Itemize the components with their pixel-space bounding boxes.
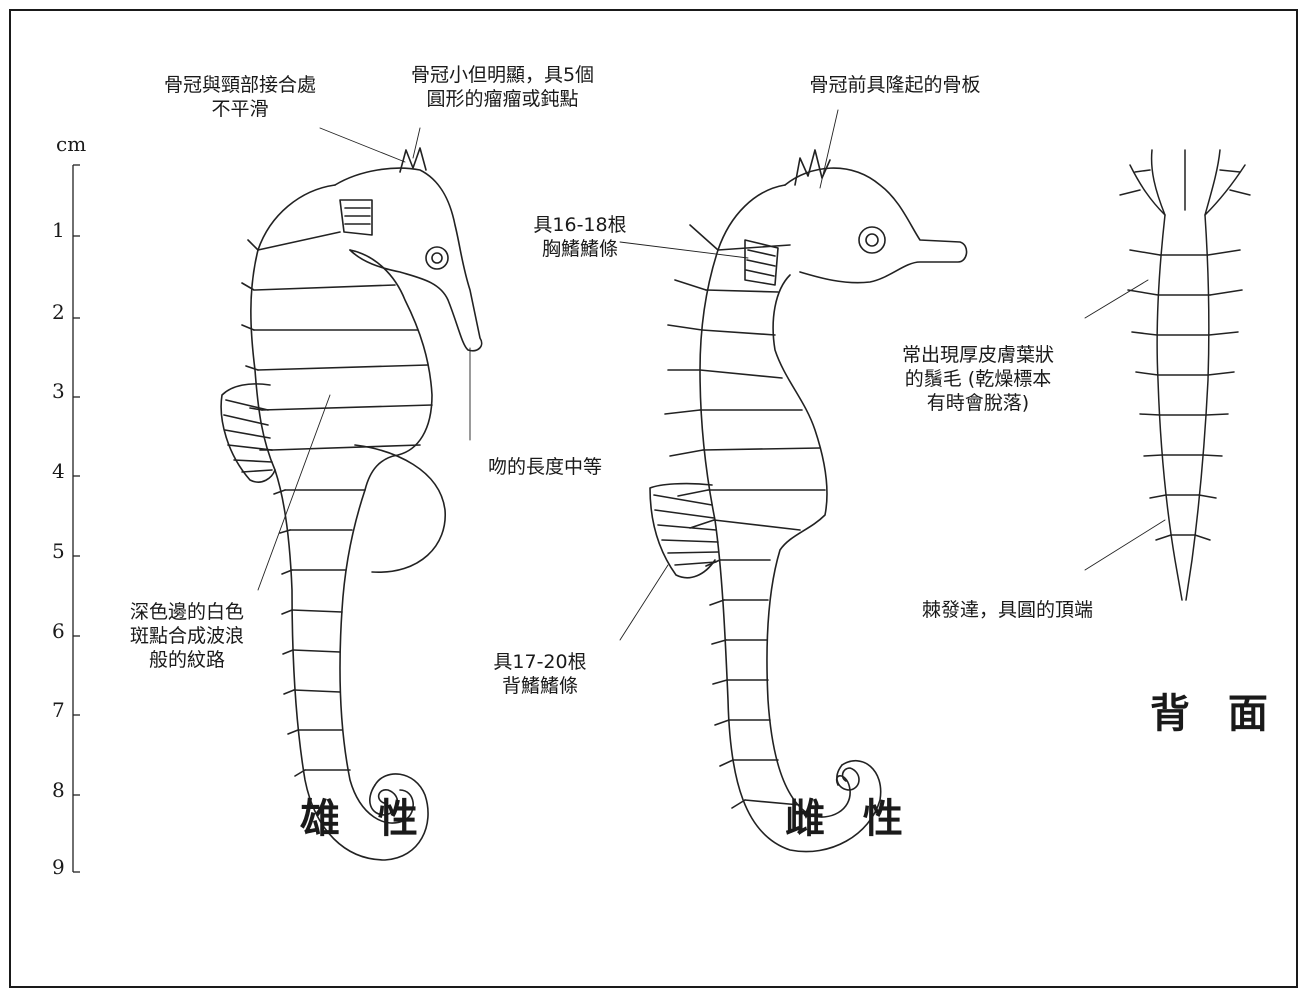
scale-tick-7: 7 <box>52 699 65 721</box>
label-crown-small-line-2: 圓形的瘤瘤或鈍點 <box>395 87 610 111</box>
scale-tick-8: 8 <box>52 779 65 801</box>
scale-tick-2: 2 <box>52 301 65 323</box>
female-seahorse-drawing <box>620 110 967 852</box>
label-snout: 吻的長度中等 <box>470 455 620 479</box>
scale-unit-label: cm <box>56 133 86 155</box>
label-pectoral-rays: 具16-18根 胸鰭鰭條 <box>520 213 640 261</box>
scale-tick-5: 5 <box>52 540 65 562</box>
label-skin-flaps-line-2: 的鬚毛 (乾燥標本 <box>868 367 1088 391</box>
title-female: 雌 性 <box>785 795 915 843</box>
label-dorsal-line-2: 背鰭鰭條 <box>480 674 600 698</box>
label-skin-flaps: 常出現厚皮膚葉狀 的鬚毛 (乾燥標本 有時會脫落) <box>868 343 1088 415</box>
label-crown-joint-line-1: 骨冠與頸部接合處 <box>140 73 340 97</box>
label-dorsal-line-1: 具17-20根 <box>480 650 600 674</box>
label-spots-pattern: 深色邊的白色 斑點合成波浪 般的紋路 <box>112 600 262 672</box>
scale-tick-6: 6 <box>52 620 65 642</box>
label-spines: 棘發達，具圓的頂端 <box>895 598 1120 622</box>
label-crown-small-line-1: 骨冠小但明顯，具5個 <box>395 63 610 87</box>
label-crown-small: 骨冠小但明顯，具5個 圓形的瘤瘤或鈍點 <box>395 63 610 111</box>
label-pectoral-line-2: 胸鰭鰭條 <box>520 237 640 261</box>
label-crown-joint-line-2: 不平滑 <box>140 97 340 121</box>
scale-bar <box>73 165 80 872</box>
scale-tick-3: 3 <box>52 380 65 402</box>
label-skin-flaps-line-3: 有時會脫落) <box>868 391 1088 415</box>
title-male: 雄 性 <box>300 795 430 843</box>
dorsal-view-drawing <box>1085 150 1250 600</box>
label-spots-line-3: 般的紋路 <box>112 648 262 672</box>
title-dorsal-view: 背 面 <box>1150 690 1280 738</box>
male-seahorse-drawing <box>221 128 482 860</box>
scale-tick-4: 4 <box>52 460 65 482</box>
label-spots-line-1: 深色邊的白色 <box>112 600 262 624</box>
scale-tick-1: 1 <box>52 219 65 241</box>
label-spots-line-2: 斑點合成波浪 <box>112 624 262 648</box>
label-pectoral-line-1: 具16-18根 <box>520 213 640 237</box>
scale-tick-9: 9 <box>52 856 65 878</box>
label-crown-front: 骨冠前具隆起的骨板 <box>775 73 1015 97</box>
label-dorsal-rays: 具17-20根 背鰭鰭條 <box>480 650 600 698</box>
label-skin-flaps-line-1: 常出現厚皮膚葉狀 <box>868 343 1088 367</box>
label-crown-joint: 骨冠與頸部接合處 不平滑 <box>140 73 340 121</box>
